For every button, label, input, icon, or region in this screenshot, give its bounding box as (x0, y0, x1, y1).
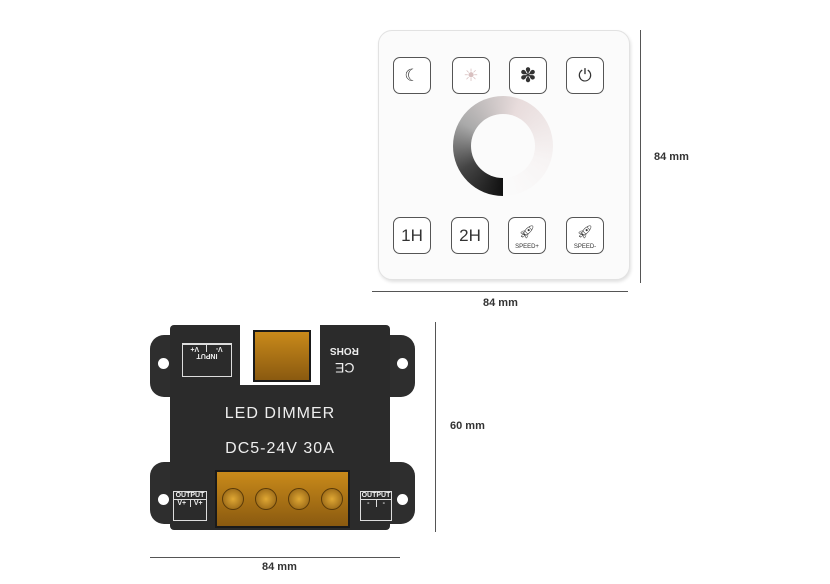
timer-2h-button[interactable]: 2H (451, 217, 489, 254)
button-label: SPEED+ (515, 244, 539, 250)
button-label: SPEED- (573, 244, 597, 250)
dimmer-spec: DC5-24V 30A (225, 440, 335, 457)
output-right-label-box: OUTPUT-- (360, 491, 392, 521)
panel-height-dimension-line (640, 30, 641, 283)
color-temperature-ring[interactable] (453, 96, 553, 196)
dimmer-width-dimension-line (150, 557, 400, 558)
button-label: 1H (401, 225, 423, 245)
input-terminal (253, 330, 311, 382)
timer-1h-button[interactable]: 1H (393, 217, 431, 254)
rohs-mark: ROHS (330, 345, 359, 356)
dimmer-width-label: 84 mm (262, 561, 297, 573)
film-reel-icon: ✽ (519, 65, 537, 87)
dimmer-title: LED DIMMER (224, 405, 336, 422)
dimmer-height-dimension-line (435, 322, 436, 532)
rocket-icon: 🚀︎ (518, 223, 536, 239)
led-dimmer: V-V+ INPUT ROHS CE LED DIMMER DC5-24V 30… (170, 325, 392, 530)
rocket-icon: 🚀︎ (576, 223, 594, 239)
power-icon-button[interactable]: ⏻ (566, 57, 604, 94)
moon-icon: ☾ (404, 65, 420, 85)
sun-icon: ☀ (463, 65, 479, 85)
speed-up-button[interactable]: 🚀︎ SPEED+ (508, 217, 546, 254)
film-reel-icon-button[interactable]: ✽ (509, 57, 547, 94)
ce-mark: CE (335, 360, 355, 376)
dimmer-height-label: 60 mm (450, 420, 485, 432)
power-icon: ⏻ (578, 65, 592, 85)
output-terminal (215, 470, 350, 528)
moon-icon-button[interactable]: ☾ (393, 57, 431, 94)
input-label-box: V-V+ INPUT (182, 343, 232, 377)
panel-width-dimension-line (372, 291, 628, 292)
panel-height-label: 84 mm (654, 151, 689, 163)
button-label: 2H (459, 225, 481, 245)
speed-down-button[interactable]: 🚀︎ SPEED- (566, 217, 604, 254)
panel-width-label: 84 mm (483, 297, 518, 309)
sun-icon-button[interactable]: ☀ (452, 57, 490, 94)
